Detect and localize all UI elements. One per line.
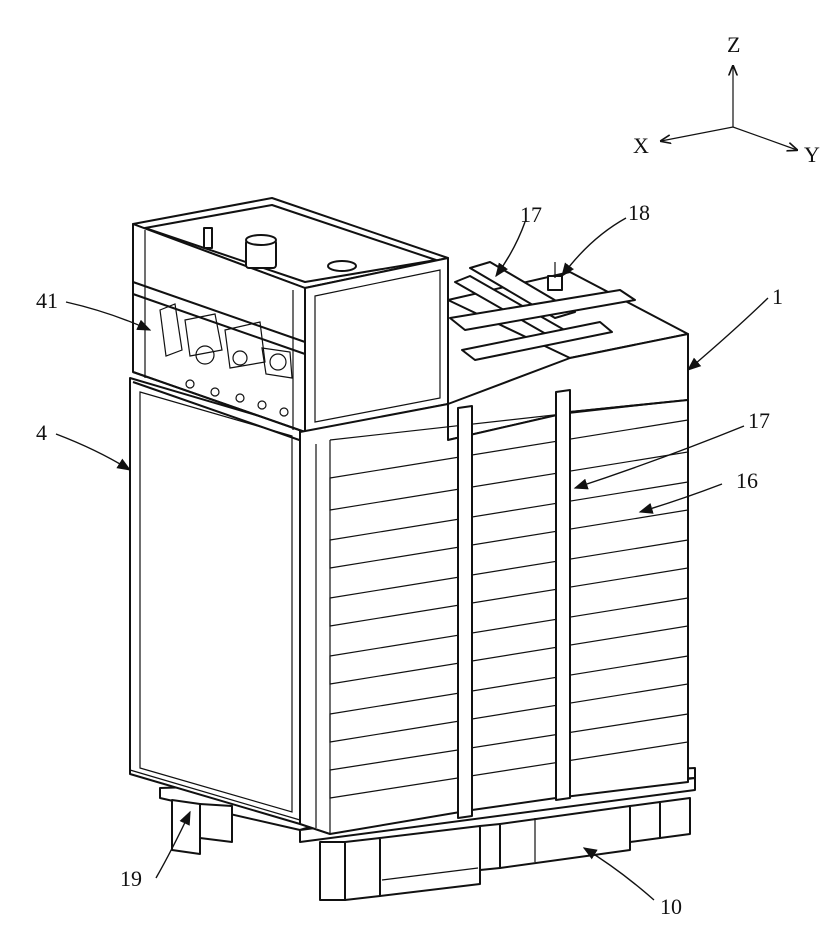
- x-axis-arrow: [661, 127, 733, 141]
- label-17-right: 17: [748, 408, 770, 433]
- label-17-top: 17: [520, 202, 542, 227]
- x-axis-label: X: [633, 133, 649, 158]
- y-axis-label: Y: [804, 142, 820, 167]
- label-10: 10: [660, 894, 682, 919]
- label-19: 19: [120, 866, 142, 891]
- label-4: 4: [36, 420, 47, 445]
- label-18: 18: [628, 200, 650, 225]
- left-cabinet: [130, 378, 300, 824]
- coordinate-axes: Z X Y: [633, 32, 820, 167]
- z-axis-label: Z: [727, 32, 740, 57]
- y-axis-arrow: [733, 127, 797, 150]
- label-16: 16: [736, 468, 758, 493]
- label-1: 1: [772, 284, 783, 309]
- label-41: 41: [36, 288, 58, 313]
